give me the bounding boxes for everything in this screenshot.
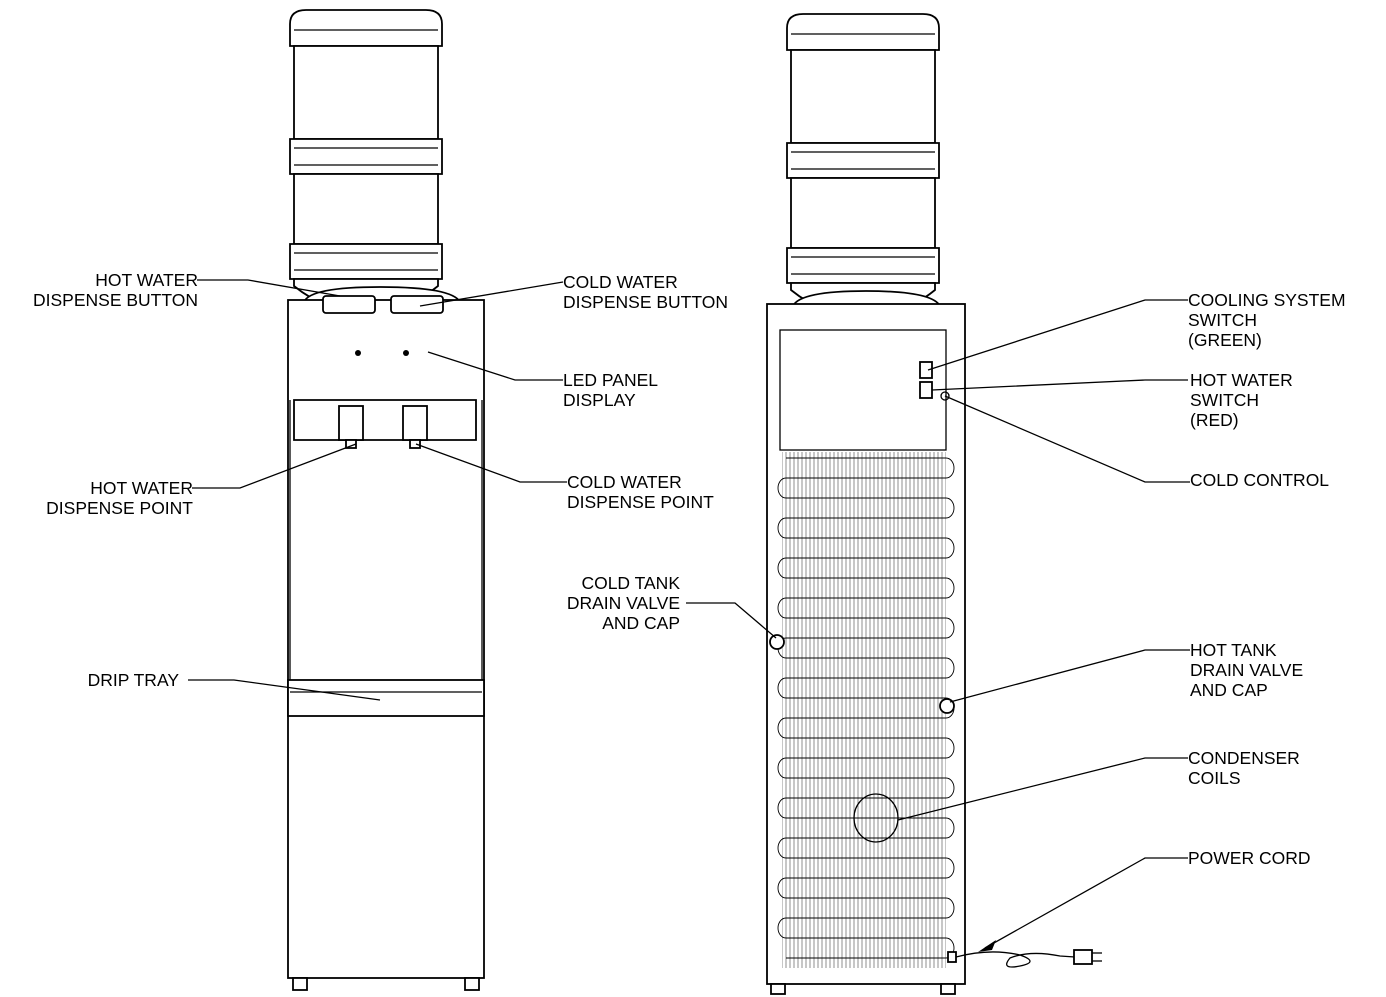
hot-faucet	[338, 405, 364, 441]
back-water-bottle	[786, 13, 940, 317]
hot-water-switch	[919, 381, 933, 399]
label-power-cord: POWER CORD	[1188, 848, 1311, 868]
faucet-housing	[293, 399, 477, 441]
front-foot-left	[292, 977, 308, 991]
condenser-fins	[782, 452, 946, 968]
back-foot-left	[770, 983, 786, 995]
label-cold-water-dispense-button: COLD WATER DISPENSE BUTTON	[563, 272, 728, 312]
back-bottle-collar	[791, 290, 942, 307]
back-view	[766, 13, 1102, 995]
led-hot	[355, 350, 361, 356]
coil-loop	[853, 793, 899, 843]
switch-panel	[779, 329, 947, 451]
cold-control	[940, 391, 950, 401]
label-condenser-coils: CONDENSER COILS	[1188, 748, 1300, 788]
front-water-bottle	[289, 9, 443, 313]
cold-dispense-button	[390, 295, 444, 314]
led-cold	[403, 350, 409, 356]
cold-dispense-point	[409, 439, 421, 449]
label-drip-tray: DRIP TRAY	[87, 670, 179, 690]
front-leaders	[188, 279, 567, 701]
front-view	[287, 9, 485, 991]
drip-tray	[287, 679, 485, 717]
label-cooling-system-switch: COOLING SYSTEM SWITCH (GREEN)	[1188, 290, 1346, 350]
power-plug	[1073, 949, 1093, 965]
back-foot-right	[940, 983, 956, 995]
hot-dispense-button	[322, 295, 376, 314]
power-cord-socket	[947, 951, 957, 963]
label-hot-water-dispense-button: HOT WATER DISPENSE BUTTON	[33, 270, 198, 310]
label-cold-tank-drain-valve: COLD TANK DRAIN VALVE AND CAP	[566, 573, 680, 633]
label-led-panel-display: LED PANEL DISPLAY	[563, 370, 658, 410]
power-cord-arrow	[978, 940, 996, 952]
label-cold-control: COLD CONTROL	[1190, 470, 1330, 490]
power-cord	[955, 951, 1091, 968]
label-cold-water-dispense-point: COLD WATER DISPENSE POINT	[567, 472, 714, 512]
front-recess	[289, 400, 483, 680]
cold-tank-drain-valve	[769, 634, 785, 650]
label-hot-water-dispense-point: HOT WATER DISPENSE POINT	[46, 478, 193, 518]
back-leaders	[686, 299, 1190, 952]
front-foot-right	[464, 977, 480, 991]
cold-faucet	[402, 405, 428, 441]
label-hot-tank-drain-valve: HOT TANK DRAIN VALVE AND CAP	[1190, 640, 1304, 700]
label-hot-water-switch: HOT WATER SWITCH (RED)	[1190, 370, 1293, 430]
cooling-system-switch	[919, 361, 933, 379]
